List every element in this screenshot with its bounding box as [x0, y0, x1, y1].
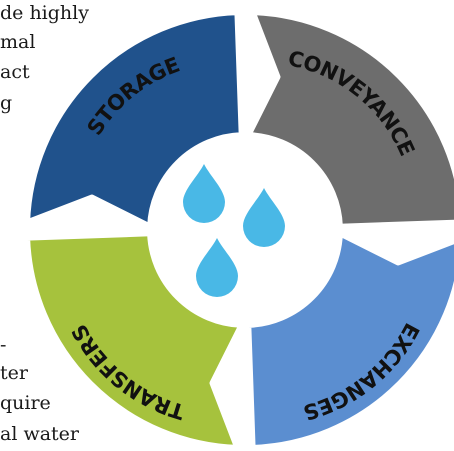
body-text-fragment: mal: [0, 31, 36, 53]
body-text-fragment: -: [0, 334, 7, 356]
body-text-fragment: act: [0, 61, 30, 83]
water-drop: [196, 238, 238, 297]
water-drops-icon: [183, 164, 285, 297]
body-text-fragment: g: [0, 92, 13, 114]
water-drop: [243, 188, 285, 247]
body-text-fragment: quire: [0, 392, 51, 414]
body-text-fragment: ter: [0, 362, 28, 384]
body-text-fragment: de highly: [0, 2, 89, 24]
body-text-fragment: al water: [0, 423, 79, 445]
water-drop: [183, 164, 225, 223]
